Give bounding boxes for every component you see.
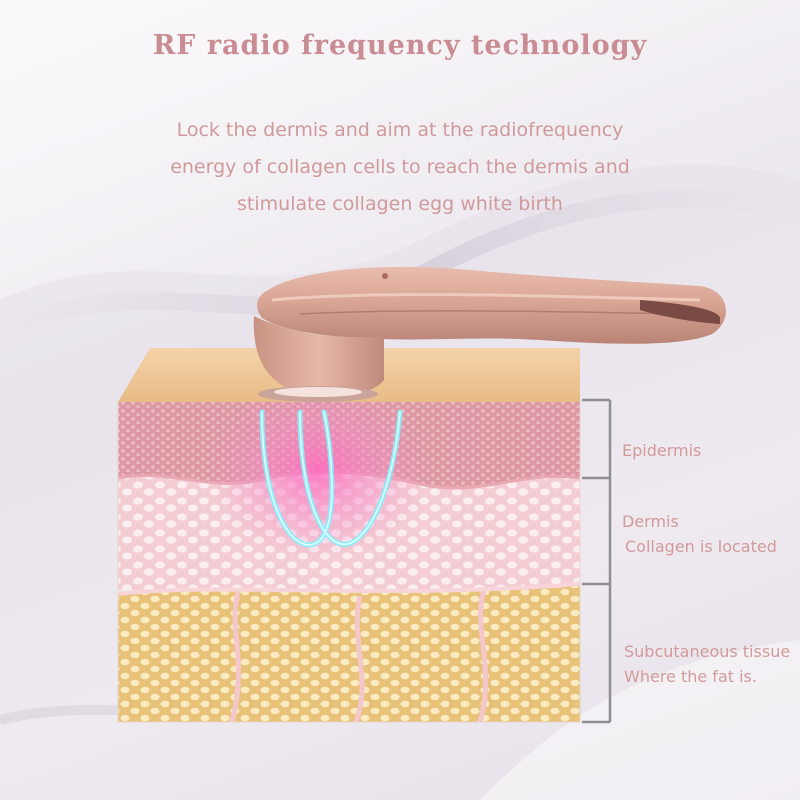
subcutaneous-layer bbox=[118, 584, 580, 722]
rf-waves bbox=[259, 409, 403, 548]
epidermis-label: Epidermis bbox=[622, 441, 702, 460]
layer-bracket bbox=[582, 398, 612, 724]
subcutaneous-label: Subcutaneous tissue bbox=[624, 642, 791, 661]
rf-glow bbox=[208, 402, 428, 560]
description-line-1: Lock the dermis and aim at the radiofreq… bbox=[176, 119, 624, 141]
label-dermis: Dermis Collagen is located bbox=[622, 509, 777, 559]
label-epidermis: Epidermis bbox=[622, 438, 701, 463]
description-line-2: energy of collagen cells to reach the de… bbox=[170, 156, 630, 178]
page-title: RF radio frequency technology bbox=[152, 30, 648, 61]
description: Lock the dermis and aim at the radiofreq… bbox=[110, 112, 690, 223]
device-indicator-dot bbox=[382, 273, 388, 279]
dermis-label: Dermis bbox=[622, 512, 679, 531]
subcutaneous-note: Where the fat is. bbox=[624, 667, 757, 686]
label-subcutaneous: Subcutaneous tissue Where the fat is. bbox=[624, 639, 790, 689]
device-probe bbox=[274, 387, 362, 397]
description-line-3: stimulate collagen egg white birth bbox=[237, 193, 563, 215]
rf-device bbox=[253, 266, 726, 402]
device-head bbox=[253, 316, 384, 397]
device-handle bbox=[257, 266, 726, 344]
dermis-note: Collagen is located bbox=[625, 537, 777, 556]
